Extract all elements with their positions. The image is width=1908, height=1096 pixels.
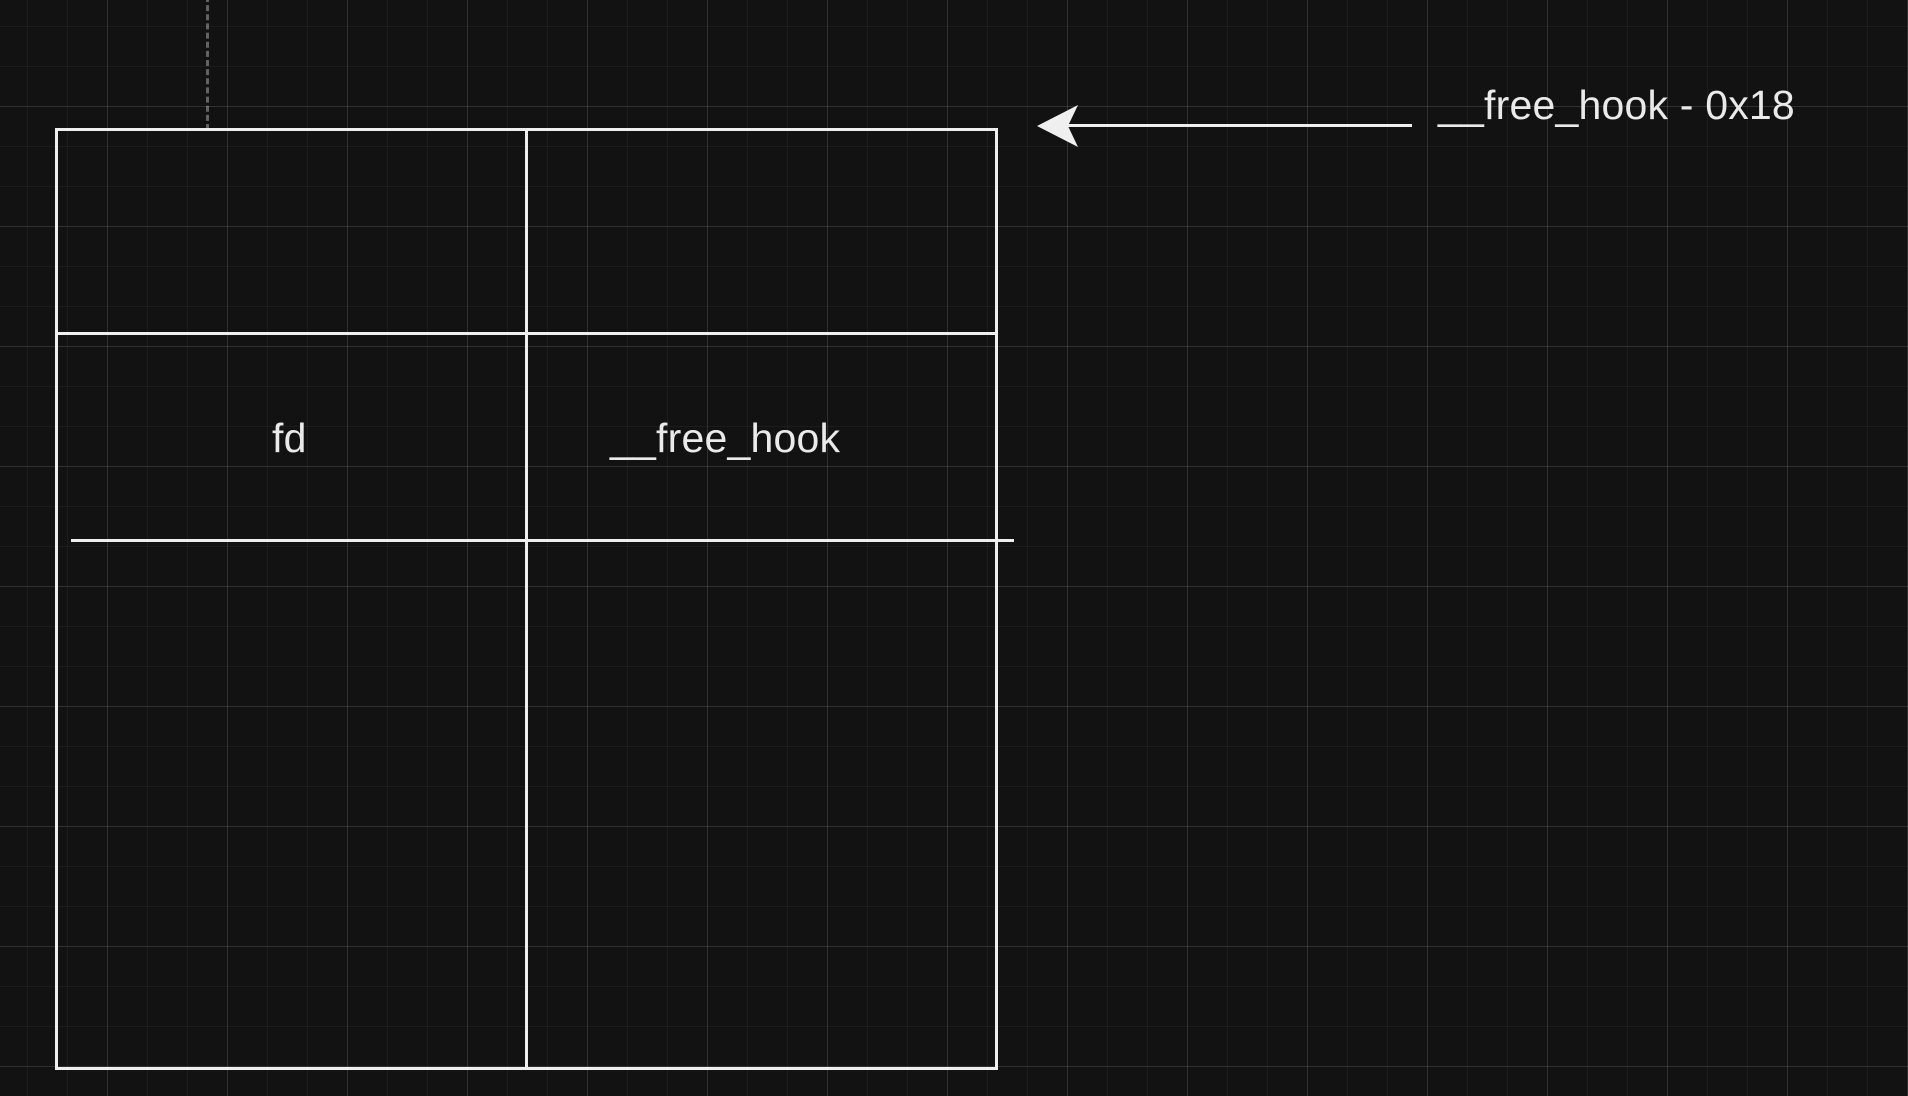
- cell-label-free-hook: __free_hook: [610, 415, 841, 461]
- chunk-row-divider-bottom: [71, 539, 1014, 542]
- annotation-label-free-hook-offset: __free_hook - 0x18: [1438, 82, 1795, 128]
- annotation-arrow-line: [1056, 124, 1412, 127]
- heap-chunk-box[interactable]: [55, 128, 998, 1070]
- chunk-row-divider-top: [55, 332, 998, 335]
- cell-label-fd: fd: [272, 415, 307, 461]
- dashed-guide-line: [206, 0, 209, 130]
- annotation-arrow-head-icon: [1036, 103, 1082, 149]
- chunk-column-divider: [525, 128, 528, 1070]
